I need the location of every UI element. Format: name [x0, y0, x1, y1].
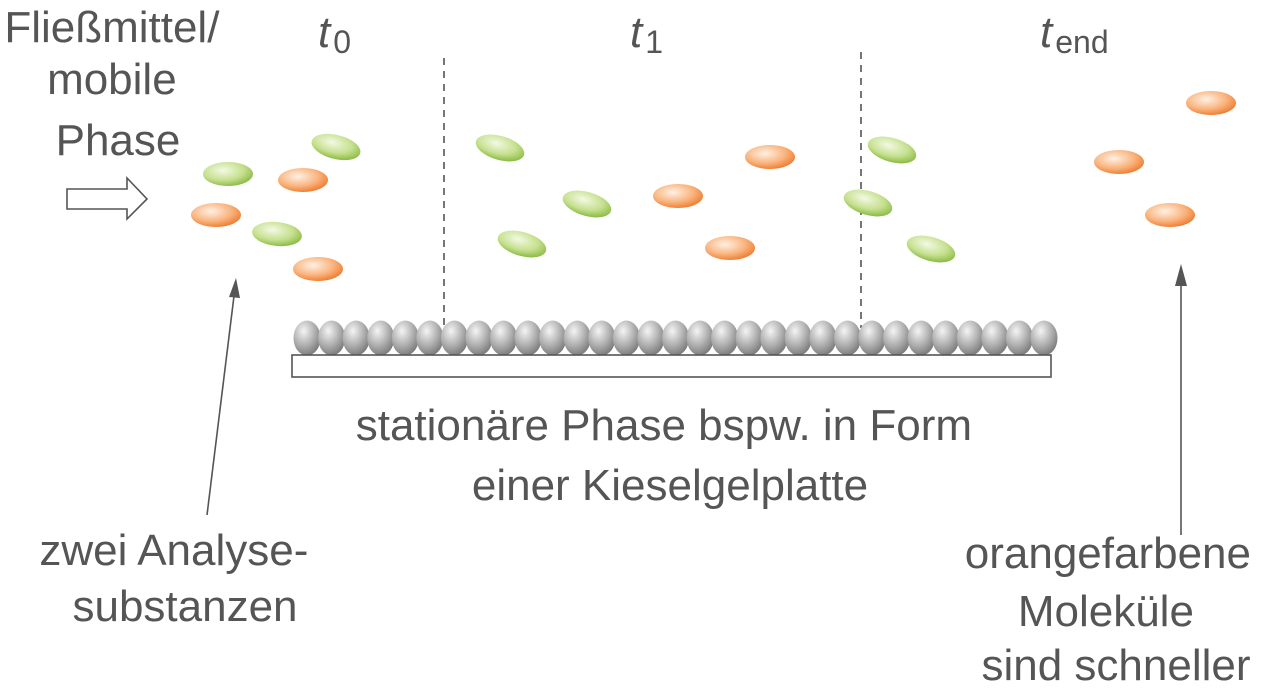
silica-bead	[637, 320, 665, 356]
green-molecule	[252, 221, 302, 247]
time-label-t0: t0	[318, 8, 351, 60]
mobile-phase-line-2: mobile	[47, 55, 177, 104]
silica-bead	[588, 320, 616, 356]
time-label-tend-var: t	[1040, 8, 1054, 57]
silica-bead	[956, 320, 984, 356]
flow-arrow-icon	[66, 176, 149, 221]
silica-bead	[563, 320, 591, 356]
green-molecule	[475, 134, 525, 162]
stationary-phase-line-2: einer Kieselgelplatte	[472, 461, 868, 510]
substances-line-1: zwei Analyse-	[39, 526, 308, 575]
silica-bead	[465, 320, 493, 356]
silica-bead	[858, 320, 886, 356]
time-label-t0-sub: 0	[333, 24, 351, 60]
green-molecule	[203, 162, 253, 186]
orange-molecule	[705, 236, 755, 260]
green-molecule	[497, 230, 547, 258]
result-caption: orangefarbene Moleküle sind schneller	[965, 529, 1263, 690]
stationary-phase-caption: stationäre Phase bspw. in Form einer Kie…	[356, 401, 985, 510]
silica-bead	[1030, 320, 1058, 356]
substances-caption: zwei Analyse- substanzen	[39, 526, 320, 631]
silica-bead	[760, 320, 788, 356]
silica-bead	[416, 320, 444, 356]
silica-bead	[367, 320, 395, 356]
mobile-phase-line-3: Phase	[56, 116, 181, 165]
time-label-t0-var: t	[318, 8, 332, 57]
result-pointer-arrow-icon	[1175, 264, 1187, 535]
silica-bead	[735, 320, 763, 356]
silica-bead	[539, 320, 567, 356]
silica-bead	[1005, 320, 1033, 356]
silica-bead	[883, 320, 911, 356]
green-molecule	[867, 136, 917, 164]
silica-bead	[440, 320, 468, 356]
orange-molecule	[1094, 150, 1144, 174]
stationary-phase-line-1: stationäre Phase bspw. in Form	[356, 401, 972, 450]
stationary-phase-beads	[293, 320, 1058, 356]
silica-bead	[907, 320, 935, 356]
green-molecule	[562, 190, 612, 218]
silica-bead	[711, 320, 739, 356]
silica-bead	[932, 320, 960, 356]
silica-bead	[834, 320, 861, 356]
silica-bead	[809, 320, 837, 356]
silica-bead	[612, 320, 640, 356]
orange-molecule	[293, 257, 343, 281]
time-label-t1-var: t	[630, 8, 644, 57]
time-label-tend-sub: end	[1055, 24, 1108, 60]
silica-bead	[391, 320, 419, 356]
silica-bead	[490, 320, 517, 356]
silica-bead	[342, 320, 370, 356]
orange-molecule	[278, 168, 328, 192]
silica-bead	[784, 320, 812, 356]
green-molecule	[311, 133, 361, 161]
silica-bead	[662, 320, 689, 356]
substances-pointer-arrow-icon	[206, 278, 240, 516]
orange-molecule	[191, 203, 241, 227]
green-molecule	[906, 235, 956, 263]
time-label-t1: t1	[630, 8, 663, 60]
silica-bead	[514, 320, 542, 356]
orange-molecule	[1186, 91, 1236, 115]
silica-bead	[981, 320, 1009, 356]
result-line-2: Moleküle	[1018, 587, 1194, 636]
stationary-phase-plate	[291, 354, 1052, 378]
orange-molecule	[1145, 203, 1195, 227]
orange-molecule	[653, 184, 703, 208]
silica-bead	[293, 320, 321, 356]
time-label-tend: tend	[1040, 8, 1109, 60]
silica-bead	[318, 320, 346, 356]
green-molecule	[843, 189, 893, 217]
substances-line-2: substanzen	[72, 582, 297, 631]
time-label-t1-sub: 1	[645, 24, 663, 60]
orange-molecule	[745, 145, 795, 169]
result-line-1: orangefarbene	[965, 529, 1251, 578]
mobile-phase-label: Fließmittel/ mobile Phase	[4, 3, 231, 165]
result-line-3: sind schneller	[981, 641, 1250, 690]
mobile-phase-line-1: Fließmittel/	[4, 3, 220, 52]
molecules	[191, 91, 1236, 281]
silica-bead	[686, 320, 714, 356]
